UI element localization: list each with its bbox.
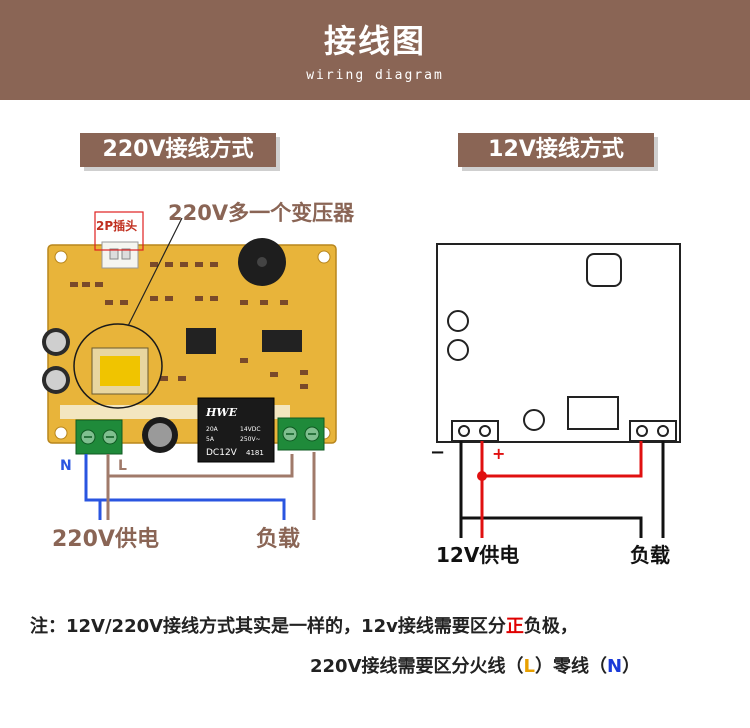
page-subtitle: wiring diagram (306, 68, 444, 83)
mount-hole (54, 250, 68, 264)
capacitor-top (46, 370, 66, 390)
power-12v-label: 12V供电 (436, 543, 519, 567)
header-banner: 接线图 wiring diagram (0, 0, 750, 100)
module-button (586, 253, 622, 287)
module-hole (447, 310, 469, 332)
ic-chip (186, 328, 216, 354)
load-12v-label: 负载 (630, 543, 670, 567)
wire-junction (477, 471, 487, 481)
note-text: 注：12V/220V接线方式其实是一样的，12v接线需要区分 (30, 616, 506, 637)
note-text: ）零线（ (535, 656, 607, 677)
note-text: 220V接线需要区分火线（ (310, 656, 524, 677)
plus-label: + (492, 444, 505, 463)
board-12v: − + 12V供电 负载 (430, 243, 681, 567)
transformer-pointer (127, 217, 183, 327)
smd-row (70, 262, 308, 389)
relay-code: 4181 (246, 449, 264, 457)
relay-spec: 5A (206, 436, 215, 443)
terminal-l-label: L (118, 458, 127, 474)
note-text: ） (622, 656, 641, 677)
terminal-screw (636, 425, 648, 437)
terminal-n-label: N (60, 458, 72, 474)
relay-spec: 20A (206, 426, 219, 433)
mount-hole (54, 426, 68, 440)
capacitor-top (148, 423, 172, 447)
terminal-screw (479, 425, 491, 437)
minus-label: − (430, 442, 445, 463)
transformer-label: 220V多一个变压器 (168, 201, 355, 225)
relay-brand: HWE (205, 406, 238, 419)
terminal-screw (657, 425, 669, 437)
wire-n (84, 454, 286, 520)
transformer-circle (73, 323, 163, 409)
mount-hole (317, 250, 331, 264)
module-hole (523, 409, 545, 431)
module-outline (436, 243, 681, 443)
note-highlight-positive: 正 (505, 616, 524, 637)
plug-pin (121, 248, 131, 260)
transformer-core (100, 356, 140, 386)
module-hole (447, 339, 469, 361)
plug-pin (109, 248, 119, 260)
note-line-2: 220V接线需要区分火线（L）零线（N） (310, 652, 640, 678)
plug-highlight-box (94, 211, 144, 251)
terminal-screw (458, 425, 470, 437)
right-section-title: 12V接线方式 (458, 133, 654, 167)
note-text: 负极， (523, 616, 578, 637)
wire-l (106, 454, 294, 478)
load-220v-label: 负载 (256, 526, 300, 552)
relay (197, 397, 275, 463)
plug-connector (101, 241, 139, 269)
ic-chip (262, 330, 302, 352)
relay-spec: 250V~ (240, 436, 261, 443)
capacitor-top (46, 332, 66, 352)
wire-12v-positive-branch (482, 441, 643, 478)
note-highlight-l: L (523, 656, 535, 677)
note-highlight-n: N (607, 656, 623, 677)
board-220v: HWE 20A 14VDC 5A 250V~ DC12V 4181 2P插头 2… (42, 201, 355, 552)
page-title: 接线图 (323, 22, 426, 60)
buzzer-center (257, 257, 267, 267)
left-section-title: 220V接线方式 (80, 133, 276, 167)
relay-spec: 14VDC (240, 426, 261, 433)
relay-model: DC12V (206, 448, 238, 458)
wire-12v-negative (459, 441, 643, 538)
plug-label: 2P插头 (96, 218, 137, 233)
module-relay (567, 396, 619, 430)
note-line-1: 注：12V/220V接线方式其实是一样的，12v接线需要区分正负极， (30, 612, 578, 638)
power-220v-label: 220V供电 (52, 526, 159, 552)
